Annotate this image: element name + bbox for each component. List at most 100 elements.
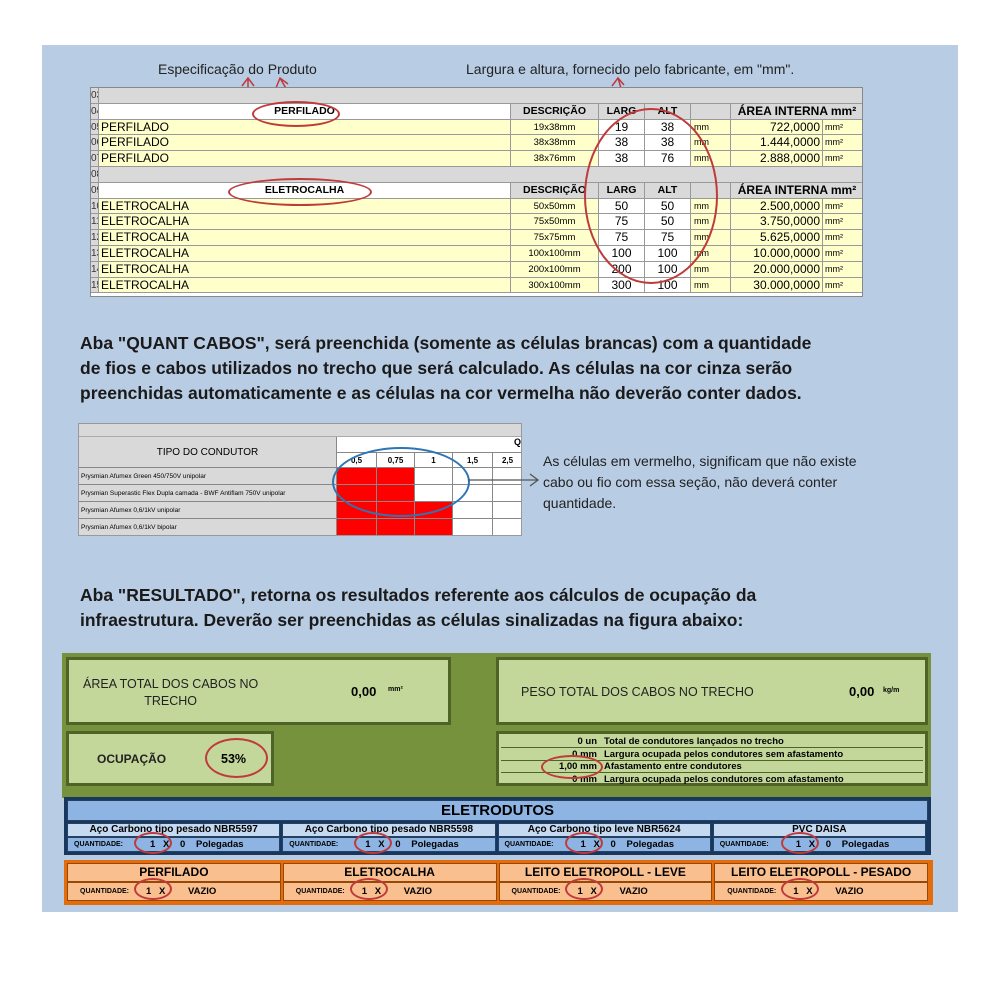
larg-cell[interactable]: 200 (599, 261, 645, 278)
qty-label: QUANTIDADE: (727, 888, 777, 895)
section-header: ELETROCALHA (99, 182, 511, 199)
area-unit-cell: mm² (823, 198, 862, 215)
resultado-description: Aba "RESULTADO", retorna os resultados r… (80, 583, 756, 633)
area-cell: 30.000,0000 (731, 277, 823, 294)
section-header: 1,5 (453, 453, 493, 468)
qty-x: X (159, 886, 166, 897)
product-name: PERFILADO (99, 135, 511, 152)
row-number: 13 (91, 246, 99, 262)
qty-value[interactable]: 1 (361, 886, 368, 897)
col-larg: LARG (599, 103, 645, 120)
size-value: 0 (180, 839, 186, 850)
info-value: 0 un (577, 736, 597, 747)
col-area: ÁREA INTERNA mm² (731, 182, 862, 199)
larg-cell[interactable]: 19 (599, 119, 645, 136)
quantity-cell[interactable] (453, 468, 493, 485)
quant-cabos-description: Aba "QUANT CABOS", será preenchida (some… (80, 331, 811, 406)
product-name: ELETROCALHA (99, 246, 511, 262)
qty-label: QUANTIDADE: (504, 841, 554, 848)
qty-label: QUANTIDADE: (80, 888, 129, 895)
quantity-cell[interactable] (453, 485, 493, 502)
size-value: 0 (825, 839, 832, 850)
qty-value[interactable]: 1 (580, 839, 586, 850)
area-unit-cell: mm² (823, 277, 862, 294)
alt-cell[interactable]: 100 (645, 261, 691, 278)
area-total-box: ÁREA TOTAL DOS CABOS NO TRECHO 0,00 mm² (66, 657, 451, 725)
larg-cell[interactable]: 300 (599, 277, 645, 294)
peso-label: PESO TOTAL DOS CABOS NO TRECHO (521, 685, 754, 699)
alt-cell[interactable]: 38 (645, 135, 691, 152)
qty-value[interactable]: 1 (365, 839, 371, 850)
area-cell: 20.000,0000 (731, 261, 823, 278)
quantity-cell[interactable] (453, 502, 493, 519)
unit-cell: mm (691, 135, 731, 152)
area-cell: 2.888,0000 (731, 151, 823, 167)
ocupacao-value[interactable]: 53% (221, 752, 247, 766)
unit-cell: mm (691, 151, 731, 167)
size-value: 0 (395, 839, 401, 850)
larg-cell[interactable]: 38 (599, 135, 645, 152)
col-area: ÁREA INTERNA mm² (731, 103, 862, 120)
paragraph-line: infraestrutura. Deverão ser preenchidas … (80, 610, 744, 630)
alt-cell[interactable]: 50 (645, 198, 691, 215)
info-text: Afastamento entre condutores (604, 761, 742, 772)
alt-cell[interactable]: 75 (645, 230, 691, 246)
qty-value[interactable]: 1 (150, 839, 156, 850)
sheet-row: 03 (91, 88, 862, 104)
quantity-cell[interactable] (493, 468, 521, 485)
alt-cell[interactable]: 100 (645, 277, 691, 294)
area-unit: mm² (388, 686, 403, 693)
qty-x: X (163, 839, 170, 850)
peso-total-box: PESO TOTAL DOS CABOS NO TRECHO 0,00 kg/m (496, 657, 928, 725)
qty-x: X (374, 886, 382, 897)
product-name: ELETROCALHA (99, 230, 511, 246)
unit-cell: mm (691, 119, 731, 136)
size-value: 0 (610, 839, 616, 850)
red-cell (415, 502, 453, 519)
larg-cell[interactable]: 75 (599, 230, 645, 246)
row-number: 03 (91, 88, 99, 104)
quantity-cell[interactable] (415, 485, 453, 502)
larg-cell[interactable]: 100 (599, 246, 645, 262)
note-line: cabo ou fio com essa seção, não deverá c… (543, 474, 838, 490)
paragraph-line: de fios e cabos utilizados no trecho que… (80, 358, 793, 378)
quantity-cell[interactable] (493, 485, 521, 502)
qty-value[interactable]: 1 (146, 886, 152, 897)
larg-cell[interactable]: 38 (599, 151, 645, 167)
larg-cell[interactable]: 50 (599, 198, 645, 215)
qty-value[interactable]: 1 (577, 886, 583, 897)
alt-cell[interactable]: 100 (645, 246, 691, 262)
section-header: 2,5 (493, 453, 521, 468)
size-unit: Polegadas (841, 839, 890, 850)
alt-cell[interactable]: 50 (645, 214, 691, 231)
red-cell (377, 468, 415, 485)
alt-cell[interactable]: 76 (645, 151, 691, 167)
quantity-cell[interactable] (453, 519, 493, 535)
quantity-cell[interactable] (493, 502, 521, 519)
empty-row (99, 167, 862, 183)
quantity-cell[interactable] (493, 519, 521, 535)
qty-value[interactable]: 1 (795, 839, 802, 850)
qty-value[interactable]: 1 (793, 886, 799, 897)
alt-cell[interactable]: 38 (645, 119, 691, 136)
annotation-spec: Especificação do Produto (158, 61, 317, 77)
info-value[interactable]: 1,00 mm (558, 761, 597, 772)
larg-cell[interactable]: 75 (599, 214, 645, 231)
info-text: Largura ocupada pelos condutores sem afa… (604, 748, 844, 760)
quantity-cell[interactable] (415, 468, 453, 485)
unit-cell: mm (691, 230, 731, 246)
product-name: PERFILADO (99, 119, 511, 136)
info-row: 1,00 mm Afastamento entre condutores (501, 761, 923, 773)
size-unit: Polegadas (411, 839, 459, 850)
